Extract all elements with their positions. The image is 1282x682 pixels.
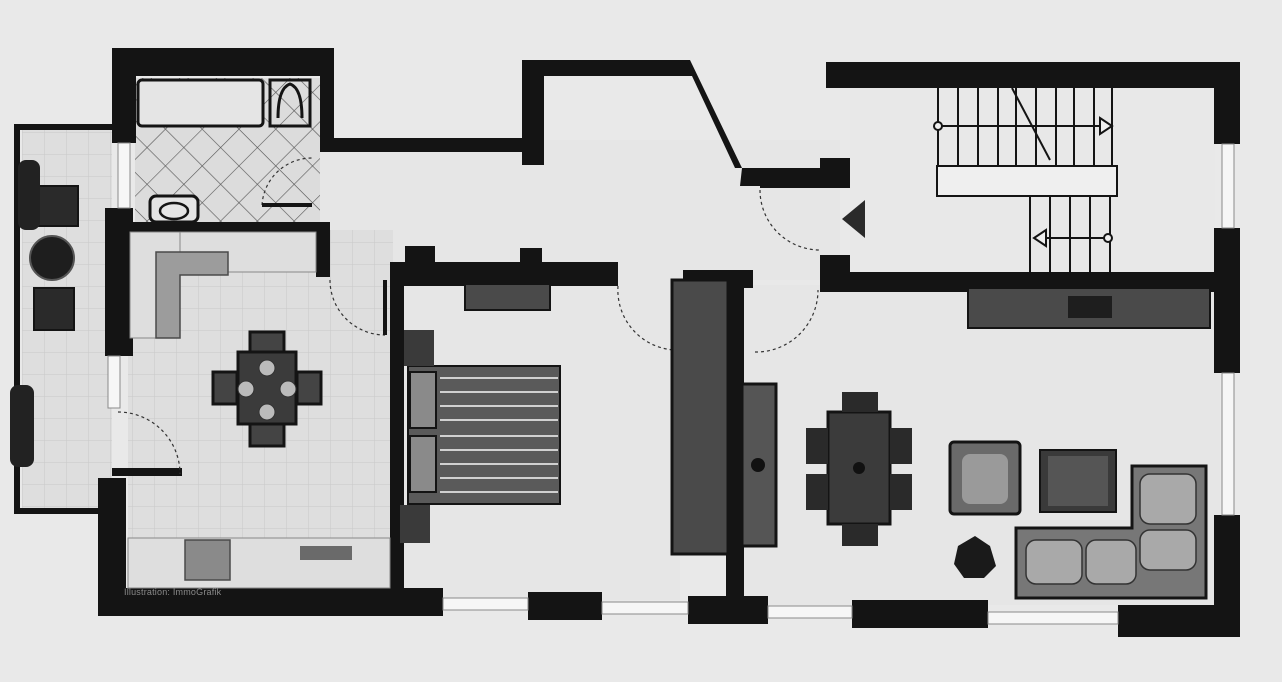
window xyxy=(987,611,1119,625)
bathroom xyxy=(136,78,312,224)
nightstand xyxy=(404,330,434,366)
bedroom xyxy=(400,283,561,543)
stairwell xyxy=(933,87,1118,272)
stove xyxy=(1068,296,1112,318)
window xyxy=(1221,372,1235,516)
windows xyxy=(107,142,1235,625)
wall xyxy=(112,48,136,143)
window xyxy=(601,601,689,615)
balcony xyxy=(10,160,79,467)
wall xyxy=(98,588,443,616)
bed-sheets xyxy=(440,377,558,493)
living-room xyxy=(806,287,1211,600)
wall xyxy=(112,48,334,76)
wall xyxy=(852,600,988,628)
shower-curve xyxy=(276,82,304,119)
wall xyxy=(14,508,104,514)
door-arc xyxy=(329,279,386,336)
wall xyxy=(527,60,830,186)
wall xyxy=(726,270,744,600)
wall xyxy=(320,48,334,148)
sink xyxy=(184,539,231,581)
wall xyxy=(14,124,20,514)
wall xyxy=(316,222,330,277)
sofa-cushions xyxy=(1025,473,1197,585)
plant-icon xyxy=(10,160,40,467)
dining-table xyxy=(806,392,912,546)
door-swings xyxy=(117,157,821,475)
door-arc xyxy=(117,411,181,475)
illustration-credit: Illustration: ImmoGrafik xyxy=(124,587,222,597)
basin-bowl xyxy=(158,201,190,221)
floor-areas xyxy=(22,78,1220,605)
window xyxy=(767,605,853,619)
window xyxy=(107,355,121,409)
window xyxy=(442,597,529,611)
stair-direction-arrow-icon xyxy=(1099,116,1114,136)
wall xyxy=(98,478,126,608)
wall xyxy=(320,138,525,152)
armchair-cushion xyxy=(962,454,1008,504)
door-arc xyxy=(754,289,819,353)
wall xyxy=(528,592,602,620)
window xyxy=(1221,143,1235,229)
kitchen-counter xyxy=(127,537,391,589)
balcony-chair xyxy=(35,185,79,227)
wall xyxy=(1214,228,1240,373)
wall xyxy=(520,248,542,268)
kitchen xyxy=(127,231,391,589)
balcony-chair xyxy=(33,287,75,331)
nightstand xyxy=(400,505,430,543)
plant-icon xyxy=(954,536,996,578)
wall xyxy=(826,62,1240,88)
counter-edge xyxy=(155,251,229,339)
wall xyxy=(820,255,850,290)
coffee-table-top xyxy=(1048,456,1108,506)
sideboard xyxy=(464,283,551,311)
wall xyxy=(112,468,182,476)
wardrobe xyxy=(670,278,778,556)
stove xyxy=(300,546,352,560)
wall xyxy=(522,60,544,165)
balcony-table xyxy=(29,235,75,281)
pillow xyxy=(409,435,437,493)
wall xyxy=(120,222,330,234)
wall xyxy=(820,158,850,188)
shower-tray xyxy=(268,78,312,128)
wall xyxy=(1214,62,1240,144)
walls xyxy=(14,48,1240,637)
wall xyxy=(1118,605,1240,637)
stair-direction-arrow-icon xyxy=(1032,228,1047,248)
hallway-floor xyxy=(320,140,840,280)
dining-table-small xyxy=(211,330,323,448)
pillow xyxy=(409,371,437,429)
wall xyxy=(405,246,435,268)
door-arc xyxy=(261,157,313,206)
wall xyxy=(14,124,114,130)
bathtub xyxy=(136,78,265,128)
entrance-arrow-icon xyxy=(842,200,865,238)
window xyxy=(117,142,131,209)
wall xyxy=(688,596,768,624)
